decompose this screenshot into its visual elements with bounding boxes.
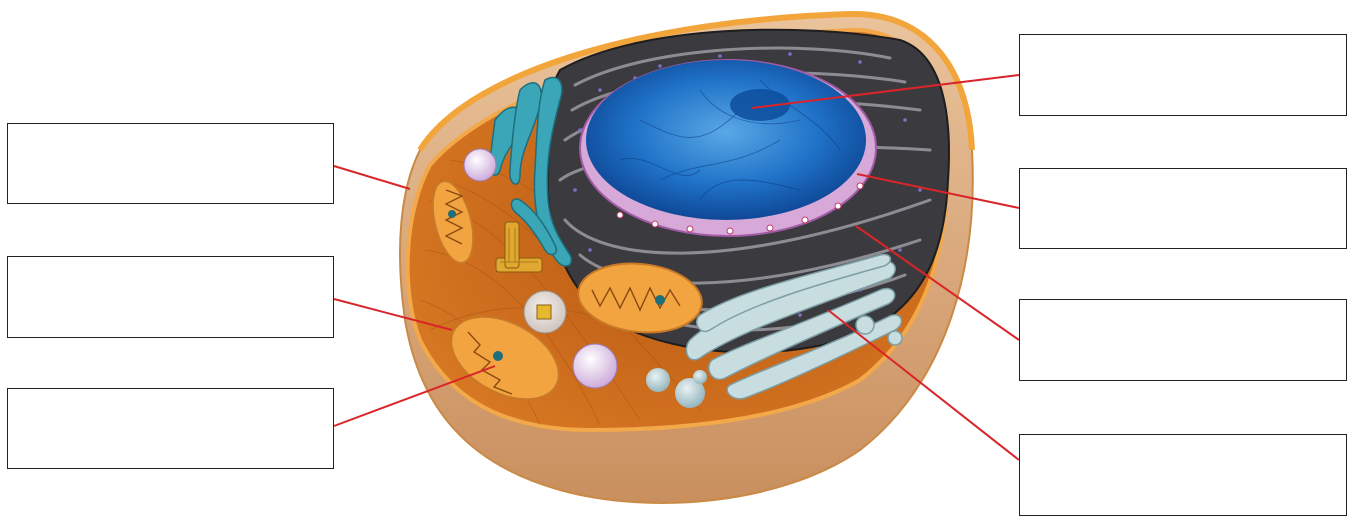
label-box-right-third[interactable] bbox=[1019, 299, 1347, 381]
vesicle-1 bbox=[646, 368, 670, 392]
label-box-left-middle[interactable] bbox=[7, 256, 334, 338]
lysosome-bottom bbox=[573, 344, 617, 388]
label-box-right-top[interactable] bbox=[1019, 34, 1347, 116]
label-box-right-bottom[interactable] bbox=[1019, 434, 1347, 516]
label-box-left-top[interactable] bbox=[7, 123, 334, 204]
lysosome-top bbox=[464, 149, 496, 181]
label-box-left-bottom[interactable] bbox=[7, 388, 334, 469]
peroxisome bbox=[524, 291, 566, 333]
label-box-right-second[interactable] bbox=[1019, 168, 1347, 249]
vesicle-3 bbox=[693, 370, 707, 384]
leader-line-left-top bbox=[334, 166, 410, 189]
nucleus bbox=[586, 60, 866, 220]
